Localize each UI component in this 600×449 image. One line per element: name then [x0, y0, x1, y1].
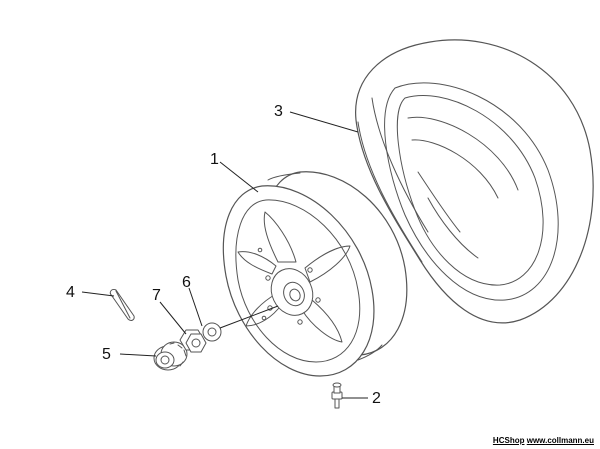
callout-label-1: 1: [210, 151, 219, 168]
valve-part-2: [331, 382, 343, 409]
callout-label-7: 7: [152, 287, 161, 304]
washer-part-6: [202, 322, 222, 342]
watermark-site: www.collmann.eu: [526, 436, 594, 445]
castle-nut-part-5: [153, 341, 188, 371]
callout-2: 2: [342, 390, 381, 407]
callout-label-6: 6: [182, 274, 191, 291]
cotter-pin-part-4: [109, 289, 135, 321]
callout-label-4: 4: [66, 284, 75, 301]
callout-5: 5: [102, 346, 157, 363]
callout-3: 3: [274, 103, 359, 133]
hex-nut-part-7: [179, 329, 207, 353]
callout-label-5: 5: [102, 346, 111, 363]
watermark: HCShop www.collmann.eu: [493, 436, 594, 445]
rim-part-1: [222, 171, 408, 377]
callout-1: 1: [210, 151, 259, 193]
watermark-brand: HCShop: [492, 436, 525, 445]
axle-line: [219, 305, 279, 329]
callout-7: 7: [152, 287, 187, 335]
callout-6: 6: [182, 274, 203, 327]
callout-4: 4: [66, 284, 115, 301]
callout-label-2: 2: [372, 390, 381, 407]
tyre-part-3: [355, 39, 594, 324]
callout-label-3: 3: [274, 103, 283, 120]
